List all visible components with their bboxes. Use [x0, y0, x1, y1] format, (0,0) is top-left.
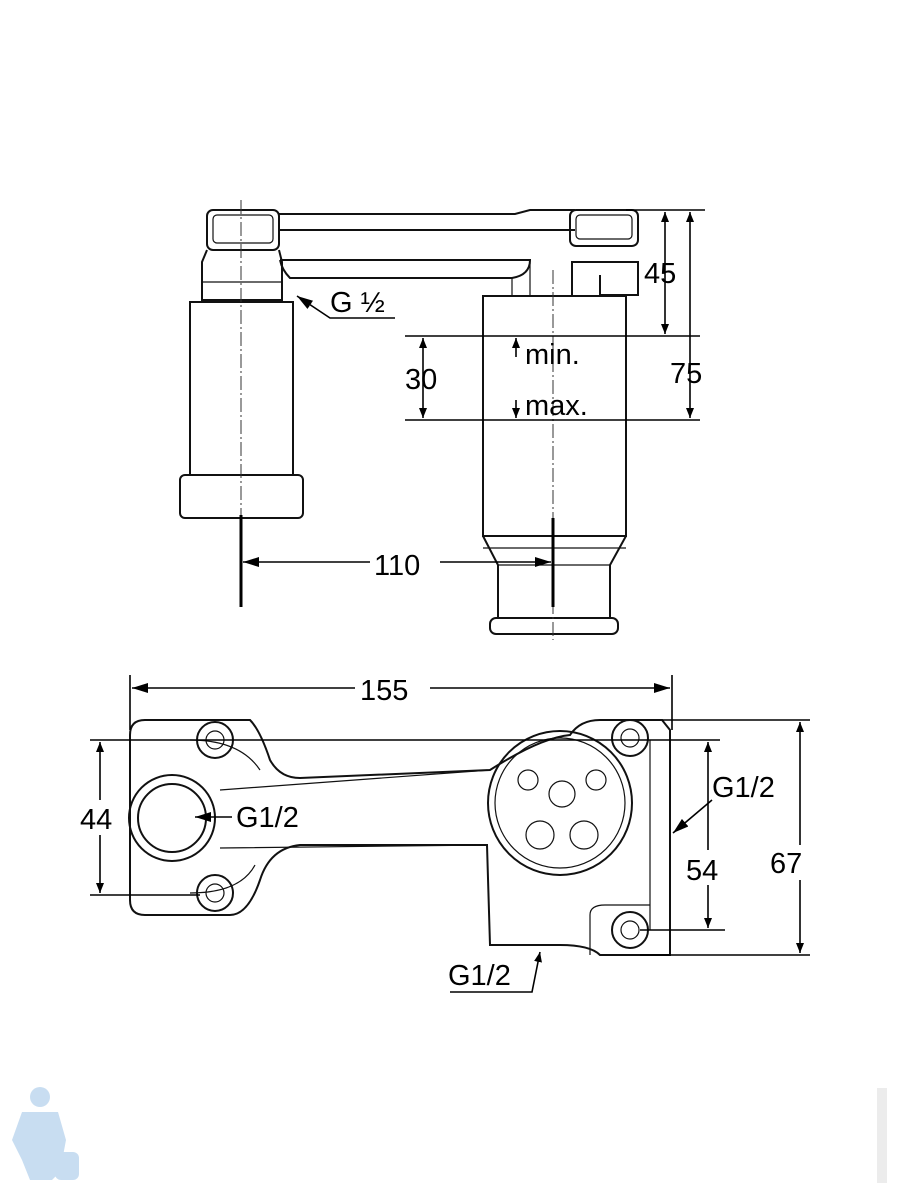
max-label: max.	[525, 390, 588, 422]
left-inlet	[128, 774, 216, 862]
dim-30: 30	[405, 364, 437, 396]
thread-label-bottom: G1/2	[448, 960, 511, 992]
dim-67: 67	[770, 848, 802, 880]
dim-75: 75	[670, 358, 702, 390]
dim-44: 44	[80, 804, 112, 836]
dim-54: 54	[686, 855, 718, 887]
dimensions	[239, 209, 705, 607]
right-valve	[482, 209, 639, 635]
thread-label-g-half: G ½	[330, 287, 385, 319]
dim-110: 110	[374, 550, 420, 582]
spout	[279, 209, 575, 295]
dim-155: 155	[360, 675, 408, 707]
right-body	[487, 730, 633, 876]
dimensions	[90, 675, 810, 993]
watermark-text	[877, 1088, 887, 1183]
side-view: G ½ 45 75 30 min. max. 110	[179, 200, 705, 640]
dim-45: 45	[644, 258, 676, 290]
thread-label-left: G1/2	[236, 802, 299, 834]
min-label: min.	[525, 339, 580, 371]
plumber-logo	[12, 1087, 79, 1180]
top-view: 155 44 54 67 G1/2 G1/2 G1/2	[80, 675, 810, 993]
mounting-holes	[196, 719, 650, 955]
thread-label-right: G1/2	[712, 772, 775, 804]
